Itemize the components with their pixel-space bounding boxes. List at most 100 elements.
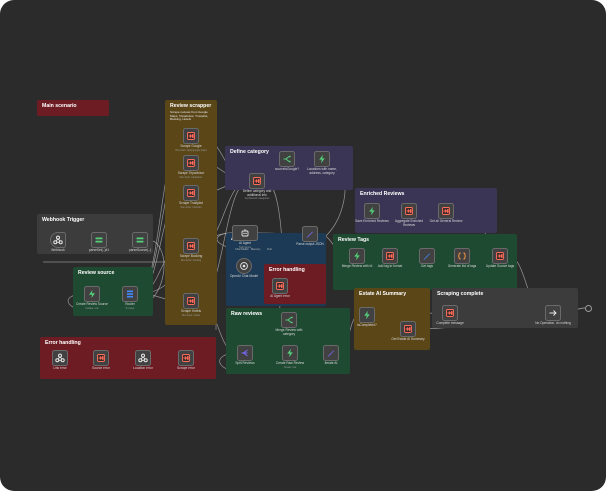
node-ai-agent-node[interactable]	[232, 225, 258, 241]
node-label: Split Reviews	[225, 361, 265, 366]
node-locations[interactable]	[314, 151, 330, 167]
node-openai-chat[interactable]	[236, 258, 252, 274]
note-main-scenario[interactable]: Main scenario	[37, 100, 109, 116]
node-update-source-tags[interactable]	[492, 248, 508, 264]
node-label-text: Scrape Hotels	[180, 309, 202, 313]
node-label-text: Merge Review with Id	[341, 264, 373, 268]
note-title: Review source	[78, 270, 115, 276]
note-title: Webhook Trigger	[42, 217, 85, 223]
node-label-text: Define category and additional info	[242, 189, 272, 197]
node-label-text: Save Enriched Reviews	[355, 219, 389, 223]
branch-icon	[285, 316, 293, 324]
lightning-icon	[319, 154, 325, 164]
node-get-estate[interactable]	[400, 321, 416, 337]
split-icon	[241, 349, 248, 357]
node-iterate[interactable]	[323, 345, 339, 361]
node-label: Get tags	[407, 264, 447, 269]
node-get-tags[interactable]	[419, 248, 435, 264]
node-scrape-trustpilot[interactable]	[183, 185, 199, 201]
node-label: OpenAI Chat Model	[224, 274, 264, 279]
node-scrape-google[interactable]	[183, 128, 199, 144]
node-link-error[interactable]	[52, 350, 68, 366]
branch-icon	[283, 155, 291, 163]
trigger-icon	[253, 177, 261, 185]
node-label: Merge Review with Id	[337, 264, 377, 269]
node-get-all-general[interactable]	[438, 203, 454, 219]
note-title: Scraping complete	[437, 291, 484, 297]
note-title: Error handling	[269, 267, 305, 273]
node-router[interactable]	[122, 286, 138, 302]
node-save-enriched[interactable]	[364, 203, 380, 219]
node-sublabel: Run Actor: tripadvisor	[179, 175, 203, 179]
note-title: Raw reviews	[231, 311, 263, 317]
node-label-text: sourceIsGoogle?	[274, 167, 300, 171]
node-label-text: Get Estate AI Summary	[391, 337, 425, 341]
node-define-cat[interactable]	[249, 173, 265, 189]
node-create-raw[interactable]	[282, 345, 298, 361]
node-label: No Operation, do nothing	[533, 321, 573, 326]
node-label: Save Enriched Reviews	[352, 219, 392, 224]
node-merge-review-cat[interactable]	[281, 312, 297, 328]
node-set1[interactable]	[91, 232, 107, 248]
node-aggregate-enriched[interactable]	[401, 203, 417, 219]
node-label: Scrape error	[166, 366, 206, 371]
node-set2[interactable]	[132, 232, 148, 248]
node-scrape-booking[interactable]	[183, 238, 199, 254]
node-label: Source error	[81, 366, 121, 371]
node-merge-review[interactable]	[349, 248, 365, 264]
node-label-text: Generate list of tags	[447, 264, 477, 268]
set-icon	[95, 237, 103, 243]
trigger-icon	[386, 252, 394, 260]
node-source-error[interactable]	[93, 350, 109, 366]
node-label-text: parseSet(..)#1	[88, 248, 110, 252]
node-label-text: Complete message	[436, 321, 464, 325]
node-complete-msg[interactable]	[442, 305, 458, 321]
node-generate-tags[interactable]	[454, 248, 470, 264]
node-location-error[interactable]	[135, 350, 151, 366]
node-label-text: Add tag to format	[377, 264, 403, 268]
note-title: Main scenario	[42, 103, 77, 109]
node-scrape-error[interactable]	[178, 350, 194, 366]
node-isCompleted[interactable]	[359, 307, 375, 323]
note-title: Define category	[230, 149, 269, 155]
node-no-operation[interactable]	[545, 305, 561, 321]
lightning-icon	[287, 348, 293, 358]
node-sublabel: Run Actor: apify/google-maps	[175, 148, 207, 152]
trigger-icon	[187, 159, 195, 167]
end-handle[interactable]	[585, 305, 592, 312]
robot-icon	[241, 229, 249, 237]
node-label-text: Create Raw Review	[275, 361, 305, 365]
trigger-icon	[442, 207, 450, 215]
node-add-tag-format[interactable]	[382, 248, 398, 264]
node-label-text: Parse output JSON	[296, 242, 324, 246]
node-webhook[interactable]	[50, 232, 66, 248]
node-create-source[interactable]	[84, 286, 100, 302]
node-sublabel: Run Actor: trustpilot	[180, 205, 202, 209]
node-label-text: Scrape Google	[180, 144, 202, 148]
node-label: sourceIsGoogle?	[267, 167, 307, 172]
pen-icon	[327, 350, 334, 357]
node-label-text: No Operation, do nothing	[535, 321, 571, 325]
node-sublabel: Get Record: categories	[244, 197, 270, 201]
node-scrape-tripadvisor[interactable]	[183, 155, 199, 171]
trigger-icon	[187, 242, 195, 250]
router-icon	[127, 290, 133, 298]
node-label-text: Scrape Tripadvisor	[177, 171, 205, 175]
node-label-text: Scrape Booking	[179, 254, 203, 258]
node-parse-json[interactable]	[302, 226, 318, 242]
node-label-text: Scrape Trustpilot	[179, 201, 203, 205]
node-label: Location error	[123, 366, 163, 371]
node-ai-agent-error[interactable]	[272, 278, 288, 294]
note-title: Estate AI Summary	[359, 291, 407, 297]
node-if-google[interactable]	[279, 151, 295, 167]
node-label: isCompleted?	[347, 323, 387, 328]
node-scrape-hotels[interactable]	[183, 293, 199, 309]
arrow-right-icon	[549, 310, 557, 316]
node-split-reviews[interactable]	[237, 345, 253, 361]
note-subtitle: Scrape reviews from Google Maps, Tripadv…	[170, 110, 209, 122]
node-label-text: Webhook	[51, 248, 65, 252]
